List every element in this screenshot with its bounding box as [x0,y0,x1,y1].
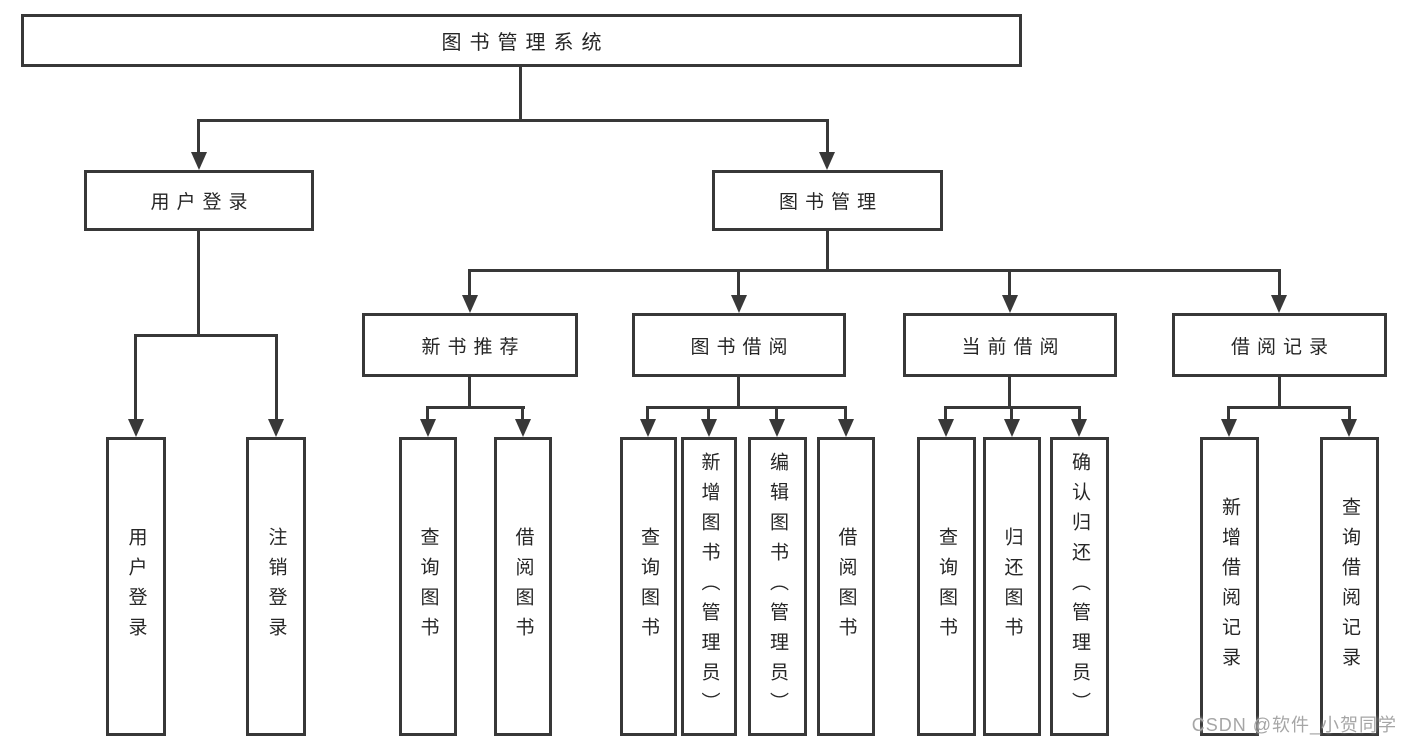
node-book-management: 图书管理 [712,170,943,231]
arrow-down-icon [515,419,531,437]
connector-current-drop [1078,406,1081,421]
node-leaf-borrow-books-recommend: 借阅图书 [494,437,552,736]
connector-root-bar [197,119,829,122]
node-new-book-recommend-label: 新书推荐 [421,336,526,358]
node-book-management-label: 图书管理 [778,192,883,213]
node-leaf-query-books-current: 查询图书 [917,437,976,736]
connector-borrowing-drop [707,406,710,421]
node-borrowing-records: 借阅记录 [1172,313,1387,377]
arrow-down-icon [701,419,717,437]
csdn-watermark: CSDN @软件_小贺同学 [1191,715,1397,735]
leaf-label: 查询图书 [936,526,957,647]
leaf-label: 查询图书 [638,526,659,647]
arrow-down-icon [938,419,954,437]
connector-bookmgmt-bar [468,269,1281,272]
node-leaf-query-books-borrowing: 查询图书 [620,437,677,736]
connector-current-drop [1010,406,1013,421]
node-current-borrowing: 当前借阅 [903,313,1117,377]
connector-bookmgmt-stem [826,231,829,272]
leaf-label: 新增图书（管理员） [698,451,720,722]
connector-newbook-stem [468,377,471,409]
connector-root-stem [519,67,522,121]
node-new-book-recommend: 新书推荐 [362,313,578,377]
connector-root-left-drop [197,119,200,154]
arrow-down-icon [640,419,656,437]
connector-current-drop [944,406,947,421]
arrow-down-icon [462,295,478,313]
connector-userlogin-stem [197,231,200,337]
node-leaf-borrow-books: 借阅图书 [817,437,875,736]
leaf-label: 注销登录 [265,526,287,647]
connector-bookmgmt-drop [1278,269,1281,297]
arrow-down-icon [268,419,284,437]
leaf-label: 编辑图书（管理员） [767,451,788,722]
node-user-login: 用户登录 [84,170,314,231]
node-leaf-add-borrow-record: 新增借阅记录 [1200,437,1259,736]
leaf-label: 确认归还（管理员） [1069,451,1090,722]
arrow-down-icon [1071,419,1087,437]
arrow-down-icon [1341,419,1357,437]
connector-records-bar [1227,406,1351,409]
leaf-label: 借阅图书 [512,526,534,647]
connector-bookmgmt-drop [468,269,471,297]
connector-newbook-bar [426,406,525,409]
arrow-down-icon [420,419,436,437]
connector-borrowing-drop [646,406,649,421]
connector-current-stem [1008,377,1011,409]
node-book-borrowing: 图书借阅 [632,313,846,377]
connector-records-drop [1227,406,1230,421]
node-leaf-user-login: 用户登录 [106,437,166,736]
leaf-label: 新增借阅记录 [1219,496,1240,677]
node-book-borrowing-label: 图书借阅 [690,336,795,358]
connector-borrowing-drop [844,406,847,421]
node-current-borrowing-label: 当前借阅 [961,336,1066,358]
leaf-label: 归还图书 [1001,526,1023,647]
node-leaf-query-books-recommend: 查询图书 [399,437,457,736]
connector-newbook-drop [521,406,524,421]
arrow-down-icon [838,419,854,437]
connector-borrowing-drop [775,406,778,421]
connector-root-right-drop [826,119,829,154]
arrow-down-icon [1221,419,1237,437]
node-user-login-label: 用户登录 [150,192,255,213]
node-borrowing-records-label: 借阅记录 [1230,336,1335,358]
connector-userlogin-bar [134,334,278,337]
leaf-label: 用户登录 [125,526,147,647]
node-leaf-return-books: 归还图书 [983,437,1041,736]
node-leaf-query-borrow-record: 查询借阅记录 [1320,437,1379,736]
leaf-label: 查询图书 [417,526,439,647]
node-leaf-edit-books-admin: 编辑图书（管理员） [748,437,807,736]
node-leaf-confirm-return-admin: 确认归还（管理员） [1050,437,1109,736]
arrow-down-icon [128,419,144,437]
node-leaf-add-books-admin: 新增图书（管理员） [681,437,737,736]
connector-newbook-drop [426,406,429,421]
arrow-down-icon [819,152,835,170]
node-root: 图书管理系统 [21,14,1022,67]
connector-bookmgmt-drop [1008,269,1011,297]
node-leaf-logout: 注销登录 [246,437,306,736]
connector-borrowing-stem [737,377,740,409]
connector-records-drop [1348,406,1351,421]
arrow-down-icon [191,152,207,170]
connector-records-stem [1278,377,1281,409]
node-root-label: 图书管理系统 [441,32,610,54]
arrow-down-icon [769,419,785,437]
arrow-down-icon [1002,295,1018,313]
connector-bookmgmt-drop [737,269,740,297]
connector-userlogin-drop [275,334,278,421]
arrow-down-icon [731,295,747,313]
arrow-down-icon [1004,419,1020,437]
leaf-label: 查询借阅记录 [1339,496,1360,677]
arrow-down-icon [1271,295,1287,313]
leaf-label: 借阅图书 [835,526,857,647]
connector-borrowing-bar [646,406,847,409]
connector-userlogin-drop [134,334,137,421]
